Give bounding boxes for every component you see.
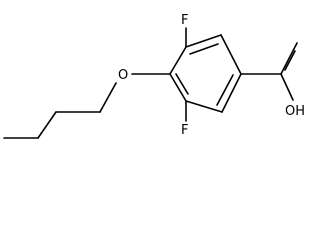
carbonyl-bond-inner (284, 50, 296, 71)
bond-carboxyl-hydroxyl (280, 73, 294, 101)
ring-double-bond-c5-c6 (175, 73, 189, 95)
ring-bond-c4-c5 (185, 100, 223, 113)
fluorine-top-label: F (181, 13, 188, 28)
fluorine-bottom-label: F (181, 123, 188, 138)
ring-bond-c1-c2 (185, 34, 222, 48)
benzene-ring (169, 34, 242, 113)
ring-double-bond-c1-c2 (189, 43, 219, 55)
bond-oxygen-chain (99, 82, 117, 113)
ring-bond-c5-c6 (169, 73, 187, 102)
carbonyl-bond-outer (280, 42, 298, 75)
ring-double-bond-c3-c4 (216, 74, 234, 106)
butyl-bond-2 (37, 111, 57, 139)
ring-bond-c6-c1 (169, 46, 187, 75)
carboxyl-hydroxyl-label: OH (285, 104, 305, 119)
ring-bond-c2-c3 (220, 34, 242, 75)
ring-bond-c3-c4 (221, 73, 242, 113)
ether-oxygen-label: O (118, 68, 128, 83)
structural-formula: F F O OH (3, 13, 305, 139)
